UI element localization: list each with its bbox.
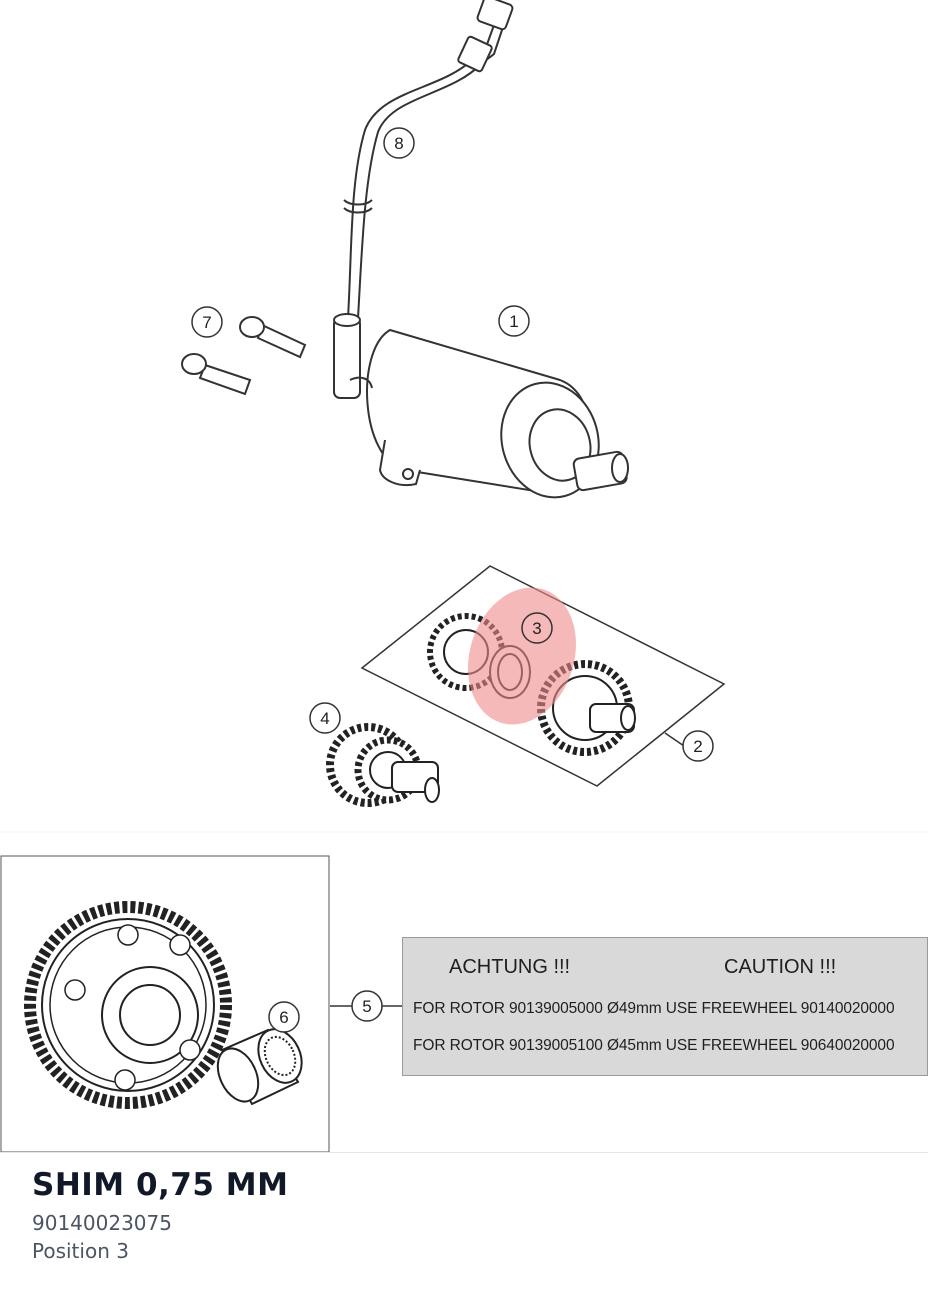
caution-notice: ACHTUNG !!! CAUTION !!! FOR ROTOR 901390… xyxy=(402,937,928,1076)
callout-2: 2 xyxy=(682,730,714,762)
callout-1-label: 1 xyxy=(509,312,518,331)
intermediate-gear-plate xyxy=(360,565,726,787)
part-info-panel: SHIM 0,75 MM 90140023075 Position 3 xyxy=(0,1152,928,1291)
shim-highlight xyxy=(468,587,576,725)
callout-3: 3 xyxy=(521,612,553,644)
callout-6: 6 xyxy=(268,1001,300,1033)
needle-bearing xyxy=(216,1028,303,1106)
freewheel-gear xyxy=(24,901,232,1109)
mounting-bolts xyxy=(181,316,307,396)
starter-motor xyxy=(333,313,629,499)
callout-5: 5 xyxy=(351,990,383,1022)
callout-4-label: 4 xyxy=(320,709,329,728)
callout-7: 7 xyxy=(191,306,223,338)
double-gear xyxy=(326,723,440,807)
callout-1: 1 xyxy=(498,305,530,337)
caution-line-2: FOR ROTOR 90139005100 Ø45mm USE FREEWHEE… xyxy=(413,1037,895,1054)
part-number: 90140023075 xyxy=(32,1211,172,1235)
part-position: Position 3 xyxy=(32,1239,129,1263)
callout-3-label: 3 xyxy=(532,619,541,638)
caution-line-1: FOR ROTOR 90139005000 Ø49mm USE FREEWHEE… xyxy=(413,1000,895,1017)
caution-heading-de: ACHTUNG !!! xyxy=(449,956,571,978)
exploded-parts-diagram: 8 1 7 3 4 2 5 6 xyxy=(0,0,928,1152)
callout-4: 4 xyxy=(309,702,341,734)
callouts: 8 1 7 3 4 2 5 6 xyxy=(191,127,714,1033)
callout-2-label: 2 xyxy=(693,737,702,756)
callout-5-label: 5 xyxy=(362,997,371,1016)
callout-8-label: 8 xyxy=(394,134,403,153)
callout-8: 8 xyxy=(383,127,415,159)
callout-7-label: 7 xyxy=(202,313,211,332)
starter-cable xyxy=(343,0,514,319)
part-name: SHIM 0,75 MM xyxy=(32,1167,289,1203)
caution-heading-en: CAUTION !!! xyxy=(724,956,837,978)
callout-6-label: 6 xyxy=(279,1008,288,1027)
